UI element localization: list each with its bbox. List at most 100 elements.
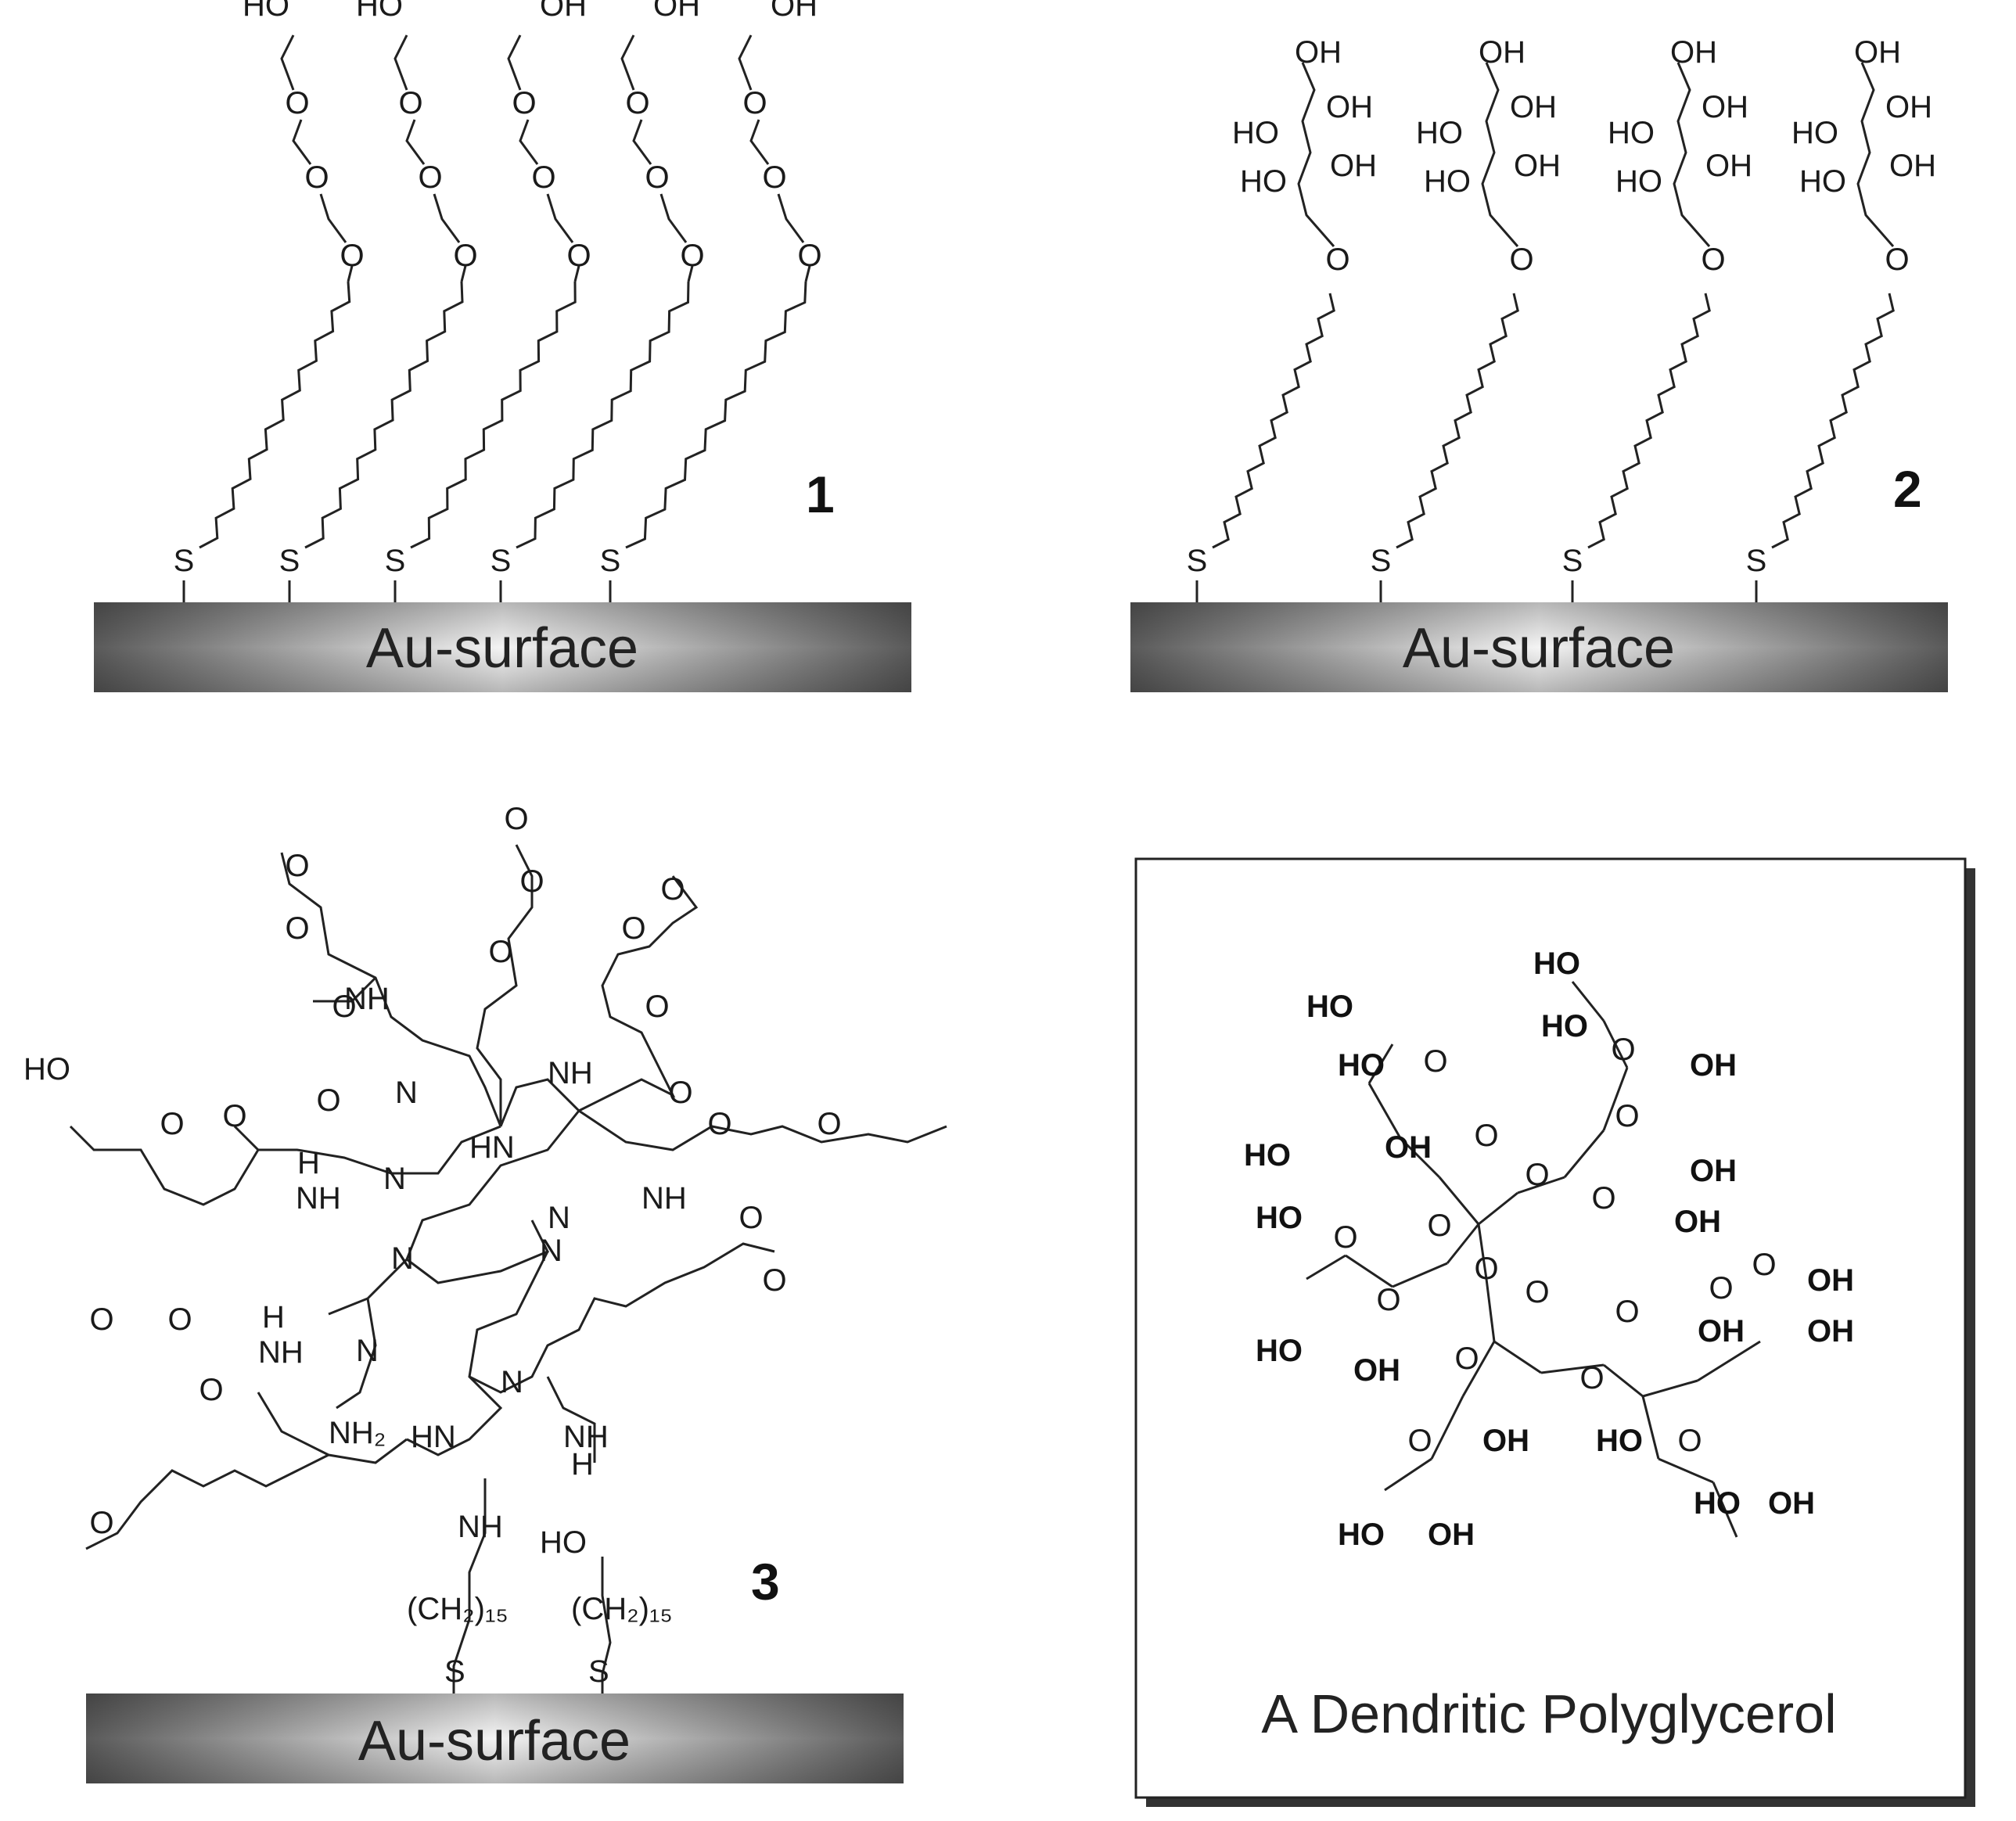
ether-oxygen: O bbox=[453, 239, 477, 273]
pg-atom-2: HO bbox=[1338, 1048, 1385, 1083]
pg-atom-1: HO bbox=[1306, 990, 1353, 1024]
pg-bond-25 bbox=[1641, 1395, 1660, 1460]
pg-atom-3: O bbox=[1423, 1044, 1447, 1079]
amine-n-lower-right: N bbox=[501, 1365, 523, 1399]
alkyl-chain bbox=[625, 281, 807, 549]
ether-oxygen: O bbox=[512, 86, 536, 120]
hydroxyl-oh: OH bbox=[1295, 35, 1342, 70]
hydroxyl-oh: OH bbox=[1330, 149, 1377, 183]
compound-number-2: 2 bbox=[1893, 460, 1922, 518]
hydroxyl-oh: OH bbox=[1854, 35, 1901, 70]
ether-oxygen: O bbox=[285, 86, 309, 120]
pg-atom-28: HO bbox=[1256, 1334, 1303, 1368]
ether-oxygen: O bbox=[340, 239, 364, 273]
pg-atom-23: OH bbox=[1698, 1314, 1745, 1349]
amide-nh-top-right: NH bbox=[548, 1056, 593, 1090]
alkyl-chain bbox=[1587, 293, 1711, 549]
pg-atom-36: HO bbox=[1338, 1518, 1385, 1552]
ether-oxygen: O bbox=[1885, 242, 1909, 277]
pg-bond-20 bbox=[1430, 1395, 1464, 1460]
alkyl-chain bbox=[516, 281, 690, 549]
pg-bond-5 bbox=[1399, 1137, 1441, 1179]
amide-nh-far-right: NH bbox=[641, 1181, 687, 1216]
pg-bond-16 bbox=[1485, 1278, 1496, 1342]
amide-nh-anchor: NH bbox=[458, 1510, 503, 1544]
amine-n-right: N bbox=[548, 1201, 570, 1235]
sulfur-atom: S bbox=[1562, 544, 1583, 578]
thiol-s-1: S bbox=[444, 1654, 465, 1689]
amine-n-top: N bbox=[395, 1076, 418, 1110]
ether-oxygen-4: O bbox=[316, 1083, 340, 1118]
ether-oxygen-3: O bbox=[332, 990, 356, 1024]
sulfur-atom: S bbox=[600, 544, 621, 578]
amide-h-1: H bbox=[297, 1146, 320, 1180]
pg-atom-34: HO bbox=[1596, 1424, 1643, 1458]
pg-bond-9 bbox=[1563, 1130, 1605, 1178]
polyglycerol-caption: A Dendritic Polyglycerol bbox=[1261, 1683, 1836, 1744]
pg-bond-21 bbox=[1384, 1457, 1432, 1492]
pg-atom-33: OH bbox=[1482, 1424, 1529, 1458]
amide-hn-right: HN bbox=[469, 1130, 515, 1165]
pg-atom-9: OH bbox=[1690, 1048, 1737, 1083]
carboxyl-ho: HO bbox=[540, 1525, 587, 1560]
sulfur-atom: S bbox=[491, 544, 512, 578]
ether-oxygen-15: O bbox=[817, 1107, 841, 1141]
hydroxyl-ho: HO bbox=[1615, 164, 1662, 199]
pg-atom-6: HO bbox=[1533, 946, 1580, 981]
hydroxyl-oh: OH bbox=[1702, 90, 1748, 124]
surface-label-1: Au-surface bbox=[366, 617, 638, 680]
surface-label-2: Au-surface bbox=[1403, 617, 1675, 680]
alkyl-chain bbox=[1771, 293, 1895, 549]
pg-atom-17: OH bbox=[1690, 1154, 1737, 1188]
ether-oxygen-11: O bbox=[660, 872, 685, 907]
hydroxyl-oh: OH bbox=[1479, 35, 1525, 70]
hydroxyl-oh: OH bbox=[1514, 149, 1561, 183]
alkyl-chain-1: (CH₂)₁₅ bbox=[407, 1592, 508, 1626]
pg-atom-29: OH bbox=[1353, 1353, 1400, 1388]
pg-atom-14: HO bbox=[1256, 1201, 1303, 1235]
amide-hn-lower: HN bbox=[411, 1420, 456, 1454]
pg-bond-1 bbox=[1438, 1176, 1480, 1225]
thiol-s-2: S bbox=[588, 1654, 609, 1689]
hydroxyl-oh: OH bbox=[1885, 90, 1932, 124]
pg-atom-21: O bbox=[1615, 1295, 1639, 1329]
ether-oxygen-12: O bbox=[645, 990, 669, 1024]
hydroxyl-oh: OH bbox=[1705, 149, 1752, 183]
amine-n-core-1: N bbox=[391, 1241, 414, 1276]
pg-atom-8: O bbox=[1611, 1033, 1635, 1067]
pg-atom-24: O bbox=[1752, 1248, 1776, 1282]
au-surface-1: Au-surface bbox=[94, 602, 911, 692]
ether-oxygen-18: O bbox=[89, 1302, 113, 1337]
amide-nh-lower-right: NH bbox=[563, 1420, 609, 1454]
hydroxyl-ho-left: HO bbox=[23, 1052, 70, 1086]
ether-oxygen-1: O bbox=[285, 849, 309, 883]
pg-atom-13: HO bbox=[1244, 1138, 1291, 1173]
pg-atom-31: O bbox=[1579, 1361, 1604, 1395]
ether-oxygen-10: O bbox=[621, 911, 645, 946]
ether-oxygen: O bbox=[742, 86, 767, 120]
alkyl-chain bbox=[199, 281, 351, 549]
ether-oxygen: O bbox=[1509, 242, 1533, 277]
hydroxyl-oh: OH bbox=[1889, 149, 1936, 183]
ether-oxygen: O bbox=[762, 160, 786, 195]
ether-oxygen: O bbox=[645, 160, 669, 195]
hydroxyl-ho: HO bbox=[1791, 116, 1838, 150]
amide-nh-left: NH bbox=[296, 1181, 341, 1216]
hydroxyl-oh: OH bbox=[1326, 90, 1373, 124]
pg-atom-38: HO bbox=[1694, 1486, 1741, 1521]
hydroxyl-ho: HO bbox=[1240, 164, 1287, 199]
sulfur-atom: S bbox=[1187, 544, 1208, 578]
pg-bond-23 bbox=[1642, 1379, 1698, 1398]
sulfur-atom: S bbox=[279, 544, 300, 578]
au-surface-2: Au-surface bbox=[1130, 602, 1948, 692]
pg-atom-32: O bbox=[1407, 1424, 1432, 1458]
alkyl-chain bbox=[410, 281, 577, 549]
pg-bond-26 bbox=[1658, 1457, 1714, 1484]
ether-oxygen-17: O bbox=[762, 1263, 786, 1298]
